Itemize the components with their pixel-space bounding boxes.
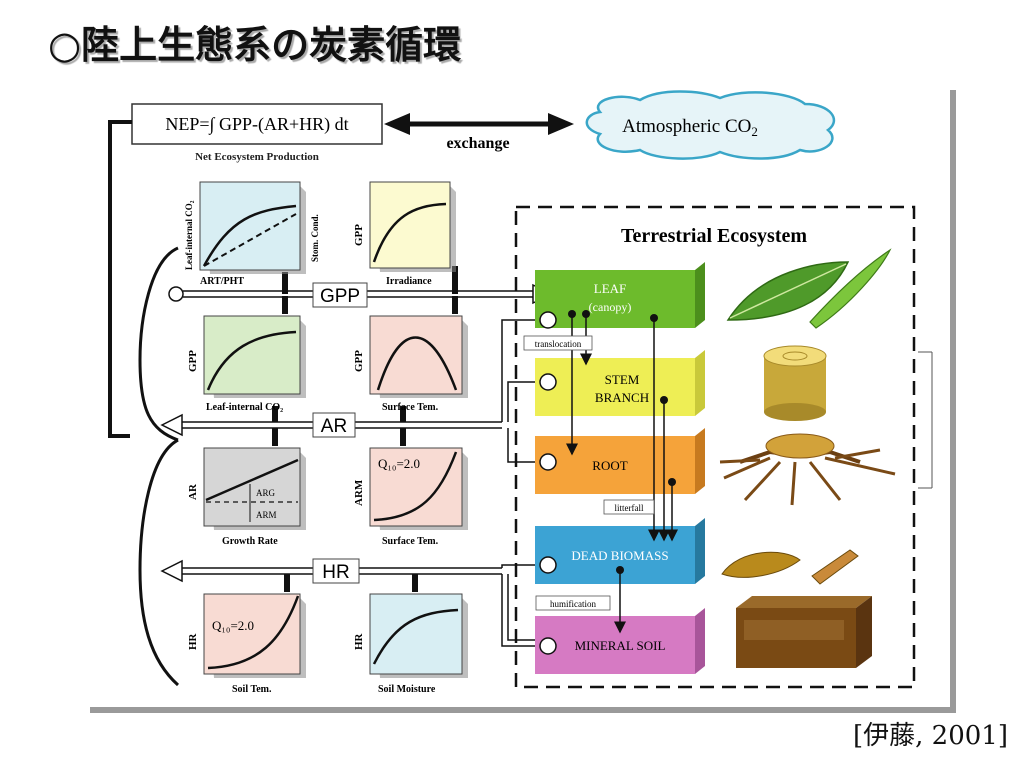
pool-dead-biomass-label: DEAD BIOMASS [571, 548, 668, 563]
pool-stem-label: STEM [605, 372, 640, 387]
graph-irradiance-ylabel: GPP [353, 224, 365, 246]
graph-art-pht-ylabel: Leaf-internal CO₂ [184, 200, 194, 270]
graph-growth-rate-arg: ARG [256, 488, 276, 498]
pool-leaf: LEAF (canopy) [535, 262, 705, 328]
graph-leaf-co2: Leaf-internal CO₂ GPP [187, 315, 306, 413]
nep-formula: NEP=∫ GPP-(AR+HR) dt [165, 114, 348, 135]
graph-growth-rate-xlabel: Growth Rate [222, 536, 278, 547]
graph-growth-rate-arm: ARM [256, 510, 277, 520]
ar-flux: AR [160, 412, 502, 438]
graph-surface-tem-gpp-ylabel: GPP [353, 350, 365, 372]
pool-mineral-soil-label: MINERAL SOIL [575, 638, 666, 653]
feedback-bracket [108, 120, 179, 687]
humification-label: humification [550, 599, 596, 609]
atmosphere-cloud: Atmospheric CO2 [585, 90, 836, 160]
soil-illustration [736, 596, 872, 668]
translocation-label: translocation [535, 339, 582, 349]
nep-caption: Net Ecosystem Production [195, 151, 319, 163]
graph-soil-moisture-ylabel: HR [353, 632, 365, 650]
hr-flux: HR [160, 558, 502, 584]
graph-growth-rate-ylabel: AR [187, 483, 199, 500]
nep-box: NEP=∫ GPP-(AR+HR) dt Net Ecosystem Produ… [131, 103, 383, 163]
graph-surface-tem-arm-q10: Q₁₀=2.0 [378, 456, 420, 471]
graph-connectors [272, 266, 458, 592]
hr-label: HR [322, 562, 349, 583]
exchange-arrow: exchange [384, 113, 574, 152]
graph-soil-tem: Q₁₀=2.0 Soil Tem. HR [187, 593, 306, 695]
graph-irradiance: Irradiance GPP [353, 181, 456, 287]
graph-surface-tem-arm-ylabel: ARM [353, 479, 365, 506]
graph-growth-rate: ARG ARM Growth Rate AR [187, 447, 306, 547]
flow-dots [568, 310, 676, 574]
graph-soil-tem-xlabel: Soil Tem. [232, 684, 272, 695]
stem-illustration [763, 345, 827, 421]
translocation-label-box: translocation [523, 335, 593, 351]
graph-soil-moisture-xlabel: Soil Moisture [378, 684, 436, 695]
graph-irradiance-xlabel: Irradiance [386, 276, 432, 287]
graph-art-pht: ART/PHT Leaf-internal CO₂ Stom. Cond. [184, 181, 320, 287]
graph-surface-tem-arm: Q₁₀=2.0 Surface Tem. ARM [353, 447, 468, 547]
root-illustration [719, 433, 896, 506]
graph-leaf-co2-xlabel: Leaf-internal CO₂ [206, 402, 283, 413]
ecosystem-boundary [514, 205, 916, 689]
humification-label-box: humification [535, 595, 611, 611]
gpp-label: GPP [320, 286, 360, 307]
graph-leaf-co2-ylabel: GPP [187, 350, 199, 372]
pool-mineral-soil: MINERAL SOIL [535, 608, 705, 674]
litterfall-label: litterfall [615, 503, 644, 513]
citation: [伊藤, 2001] [853, 721, 1008, 751]
atmosphere-label: Atmospheric CO2 [622, 116, 758, 139]
dead-biomass-illustration [721, 549, 859, 585]
exchange-label: exchange [446, 135, 509, 152]
graph-surface-tem-arm-xlabel: Surface Tem. [382, 536, 439, 547]
pool-root-label: ROOT [592, 458, 627, 473]
ecosystem-title: Terrestrial Ecosystem [621, 225, 807, 247]
leaf-illustration [726, 248, 892, 329]
pool-stem-sublabel: BRANCH [595, 390, 649, 405]
graph-surface-tem-gpp-xlabel: Surface Tem. [382, 402, 439, 413]
ar-label: AR [321, 416, 347, 437]
pool-root: ROOT [535, 428, 705, 494]
slide-title: ○陸上生態系の炭素循環 [48, 23, 462, 67]
pool-stem: STEM BRANCH [535, 350, 705, 416]
pool-leaf-label: LEAF [594, 281, 627, 296]
pool-nodes [539, 311, 557, 655]
graph-soil-moisture: Soil Moisture HR [353, 593, 468, 695]
graph-art-pht-xlabel: ART/PHT [200, 276, 244, 287]
flux-collectors [501, 319, 540, 647]
graph-soil-tem-ylabel: HR [187, 632, 199, 650]
pool-leaf-sublabel: (canopy) [589, 300, 632, 314]
graph-soil-tem-q10: Q₁₀=2.0 [212, 618, 254, 633]
graph-surface-tem-gpp: Surface Tem. GPP [353, 315, 468, 413]
litterfall-label-box: litterfall [603, 499, 655, 515]
graph-art-pht-ylabel-right: Stom. Cond. [310, 214, 320, 262]
